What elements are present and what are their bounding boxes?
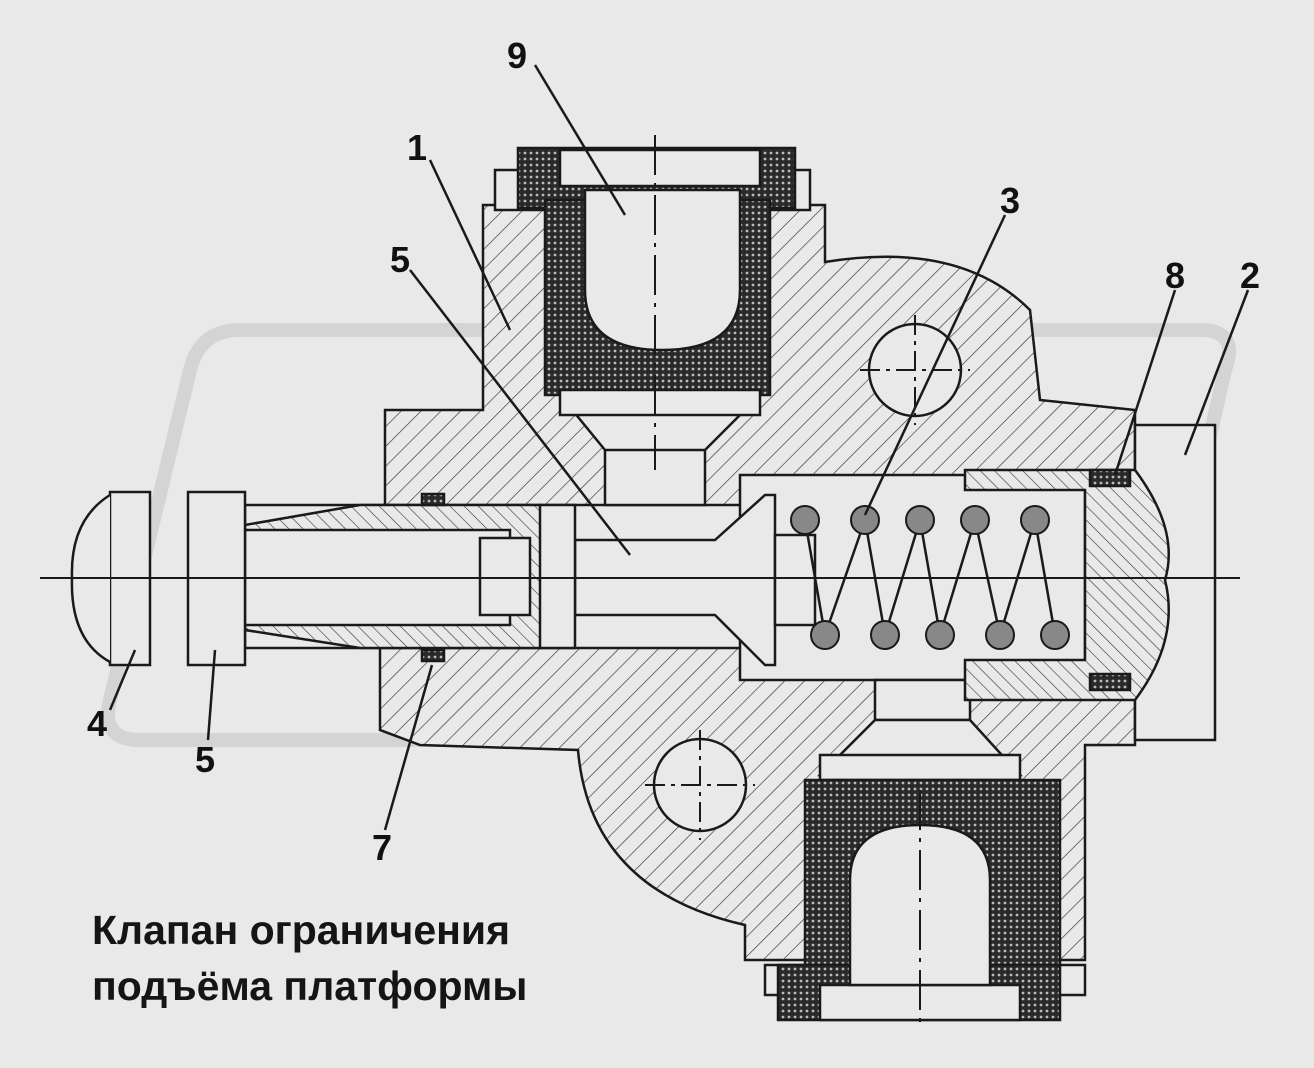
title-line-2: подъёма платформы [92,963,528,1009]
callout-1: 1 [407,127,427,168]
diagram-title: Клапан ограничения подъёма платформы [92,902,527,1014]
spring-coils [790,505,1070,650]
top-fitting [493,146,812,417]
callout-8: 8 [1165,255,1185,296]
callout-5-top: 5 [390,239,410,280]
callout-4: 4 [87,703,107,744]
plug [963,423,1217,742]
callout-2: 2 [1240,255,1260,296]
title-line-1: Клапан ограничения [92,907,511,953]
callout-7: 7 [372,827,392,868]
bottom-fitting [763,753,1087,1022]
valve-cone [538,493,817,667]
callout-9: 9 [507,35,527,76]
leader-lines [108,64,1250,831]
callout-3: 3 [1000,180,1020,221]
callout-5-bottom: 5 [195,739,215,780]
